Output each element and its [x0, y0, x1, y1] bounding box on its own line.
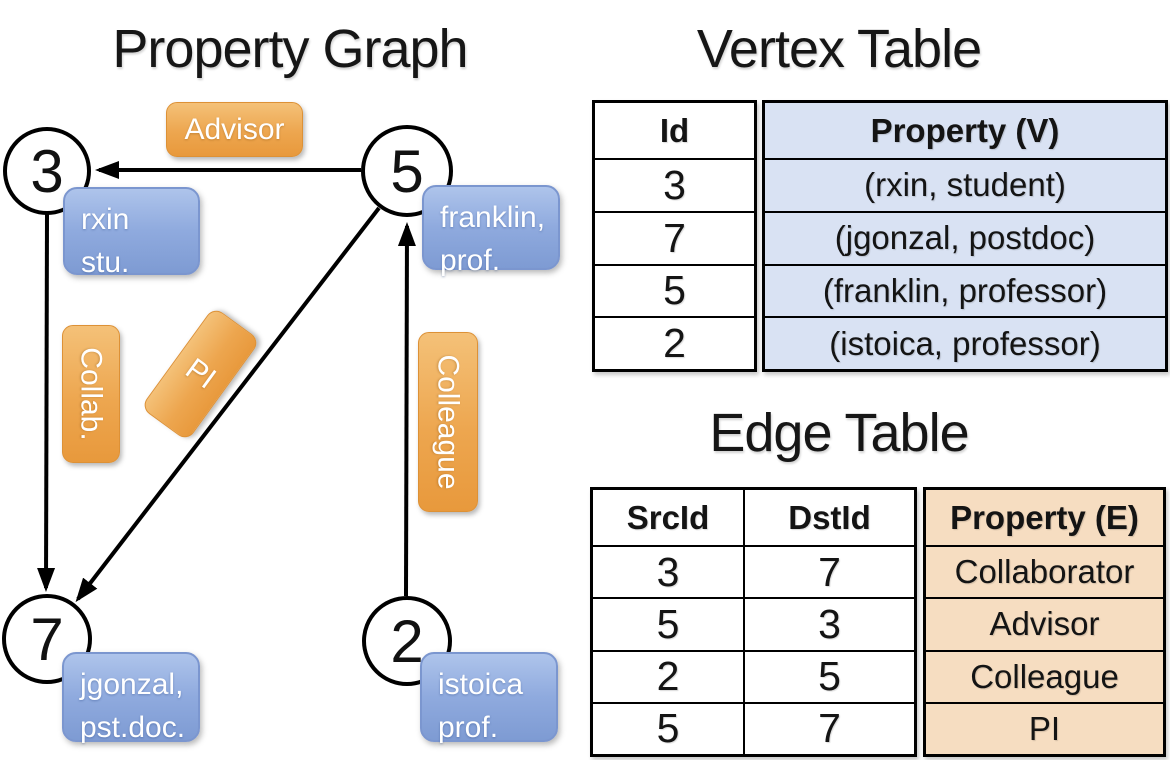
- vertex-table-cell-property: (istoica, professor): [765, 316, 1165, 369]
- edge-line-collab: [37, 213, 56, 592]
- graph-node-2: 2: [362, 596, 452, 686]
- edge-table-cell-src: 3: [593, 545, 743, 597]
- node-3-id: 3: [30, 137, 64, 205]
- vertex-2-prop-line2: prof.: [438, 711, 499, 744]
- vertex-property-box-2: istoica prof.: [420, 652, 558, 744]
- vertex-5-prop-line2: prof.: [440, 244, 501, 277]
- graph-edges-svg: [37, 161, 416, 603]
- vertex-property-box-5: franklin, prof.: [422, 185, 560, 277]
- property-graph-panel: Property Graph 3 5 7 2 Advisor: [0, 0, 580, 760]
- node-5-id: 5: [390, 137, 424, 205]
- vertex-7-prop-line1: jgonzal,: [80, 668, 184, 701]
- edge-table-cell-dst: 5: [743, 649, 914, 702]
- vertex-property-box-3: rxin stu.: [63, 187, 200, 279]
- edge-table-header-property: Property (E): [950, 498, 1139, 536]
- edge-table-cell-property: Advisor: [926, 597, 1163, 649]
- vertex-table-title: Vertex Table: [696, 19, 982, 79]
- vertex-table-id-column: Id 3 7 5 2: [592, 100, 757, 372]
- property-graph-title: Property Graph: [112, 19, 468, 79]
- vertex-table-property-column: Property (V) (rxin, student) (jgonzal, p…: [762, 100, 1168, 372]
- edge-label-advisor-text: Advisor: [184, 112, 285, 146]
- edge-table-property-column: Property (E) Collaborator Advisor Collea…: [923, 487, 1166, 757]
- edge-table-header-srcid: SrcId: [626, 498, 710, 536]
- tables-panel: Vertex Table Id 3 7 5 2 Property (V) (rx…: [580, 0, 1170, 760]
- edge-label-collab: Collab.: [62, 325, 120, 463]
- edge-label-pi-text: PI: [179, 351, 222, 396]
- vertex-table-cell-property: (franklin, professor): [765, 263, 1165, 317]
- edge-label-colleague: Colleague: [418, 332, 478, 512]
- edge-line-colleague: [397, 222, 416, 597]
- edge-label-advisor: Advisor: [166, 102, 303, 157]
- edge-label-colleague-text: Colleague: [432, 354, 466, 490]
- vertex-table-cell-id: 7: [595, 210, 754, 264]
- graph-node-5: 5: [361, 125, 453, 217]
- edge-table-cell-src: 5: [593, 701, 743, 754]
- vertex-table-cell-id: 5: [595, 263, 754, 317]
- vertex-table-cell-id: 3: [595, 158, 754, 211]
- edge-table-header-dstid: DstId: [743, 490, 914, 545]
- edge-table-cell-dst: 7: [743, 545, 914, 598]
- node-7-id: 7: [30, 605, 64, 673]
- vertex-table-header-property: Property (V): [870, 111, 1060, 149]
- vertex-table-cell-id: 2: [595, 316, 754, 369]
- edge-table-cell-src: 2: [593, 649, 743, 702]
- edge-line-pi: [75, 206, 381, 603]
- edge-table-title: Edge Table: [709, 403, 969, 463]
- vertex-table-cell-property: (rxin, student): [765, 158, 1165, 211]
- edge-table-cell-property: PI: [926, 701, 1163, 754]
- edge-table-cell-property: Collaborator: [926, 545, 1163, 597]
- edge-table-cell-dst: 7: [743, 701, 914, 754]
- vertex-table-cell-property: (jgonzal, postdoc): [765, 210, 1165, 264]
- vertex-2-prop-line1: istoica: [438, 668, 524, 701]
- edge-table-cell-dst: 3: [743, 597, 914, 650]
- edge-table-cell-src: 5: [593, 597, 743, 649]
- node-2-id: 2: [390, 607, 424, 675]
- vertex-table-header-id: Id: [659, 111, 690, 149]
- vertex-property-box-7: jgonzal, pst.doc.: [62, 652, 200, 744]
- vertex-3-prop-line1: rxin: [81, 203, 130, 236]
- edge-table-id-columns: SrcId DstId 3 7 5 3 2 5 5 7: [590, 487, 917, 757]
- vertex-7-prop-line2: pst.doc.: [80, 711, 186, 744]
- vertex-3-prop-line2: stu.: [81, 246, 130, 279]
- vertex-5-prop-line1: franklin,: [440, 201, 546, 234]
- edge-label-collab-text: Collab.: [75, 347, 109, 441]
- edge-table-cell-property: Colleague: [926, 649, 1163, 702]
